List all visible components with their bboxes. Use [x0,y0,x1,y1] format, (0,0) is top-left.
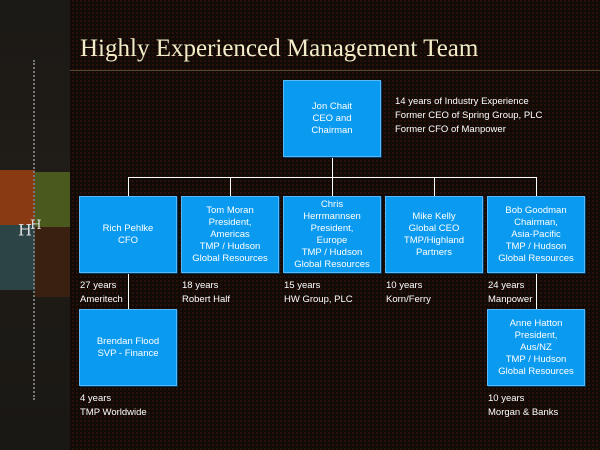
box-line: President, [208,216,252,228]
ceo-note: 14 years of Industry Experience [395,96,529,107]
slide-title: Highly Experienced Management Team [80,35,479,62]
deco-tile [35,172,70,227]
box-line: Global Resources [498,365,574,377]
box-line: TMP / Hudson [301,246,363,258]
box-line: Chairman [311,124,353,136]
box-line: Chairman, [514,216,558,228]
box-line: Brendan Flood [96,335,160,347]
ceo-note: Former CFO of Manpower [395,124,506,135]
title-divider [70,70,600,71]
ceo-note: Former CEO of Spring Group, PLC [395,110,543,121]
box-line: Global Resources [294,258,370,270]
box-line: Global Resources [192,252,268,264]
box-line: TMP / Hudson [505,353,567,365]
connector [332,157,333,177]
box-line: Tom Moran [206,204,254,216]
box-line: Anne Hatton [509,317,563,329]
box-line: CEO and [312,112,352,124]
connector [128,273,129,309]
box-line: Partners [416,246,452,258]
box-line: President, [310,222,354,234]
prior-company: Robert Half [182,294,231,305]
tenure-years: 15 years [284,280,321,291]
box-line: Global Resources [498,252,574,264]
decorative-side-strip: HH [0,0,70,450]
box-line: Americas [210,228,250,240]
box-line: Europe [316,234,348,246]
tenure-years: 4 years [80,393,112,404]
connector [128,177,129,196]
deco-tile [35,227,70,297]
box-line: TMP / Hudson [199,240,261,252]
prior-company: Manpower [488,294,533,305]
deco-tile [0,170,35,225]
box-line: Bob Goodman [505,204,567,216]
connector [230,177,231,196]
tenure-info: 15 years HW Group, PLC [284,279,353,307]
box-line: CFO [117,234,139,246]
connector [332,177,333,196]
box-line: SVP - Finance [97,347,159,359]
box-line: Mike Kelly [412,210,456,222]
box-line: Chris [320,198,344,210]
box-line: Global CEO [408,222,460,234]
tenure-years: 27 years [80,280,117,291]
connector [536,177,537,196]
prior-company: Ameritech [80,294,123,305]
box-line: Herrmannsen [303,210,361,222]
box-line: Asia-Pacific [511,228,561,240]
tenure-years: 10 years [488,393,525,404]
prior-company: Korn/Ferry [386,294,431,305]
logo: HH [18,218,42,240]
box-line: President, [514,329,558,341]
tenure-years: 10 years [386,280,423,291]
box-line: TMP/Highland [403,234,465,246]
connector [434,177,435,196]
box-line: Rich Pehlke [102,222,154,234]
box-line: Aus/NZ [520,341,552,353]
box-line: Jon Chait [311,100,353,112]
ceo-notes: 14 years of Industry Experience Former C… [395,95,542,137]
deco-tile [0,225,35,290]
prior-company: Morgan & Banks [488,407,559,418]
prior-company: TMP Worldwide [80,407,147,418]
tenure-years: 18 years [182,280,219,291]
deco-dotted-line [33,60,37,400]
prior-company: HW Group, PLC [284,294,353,305]
connector [536,273,537,309]
tenure-years: 24 years [488,280,525,291]
box-line: TMP / Hudson [505,240,567,252]
